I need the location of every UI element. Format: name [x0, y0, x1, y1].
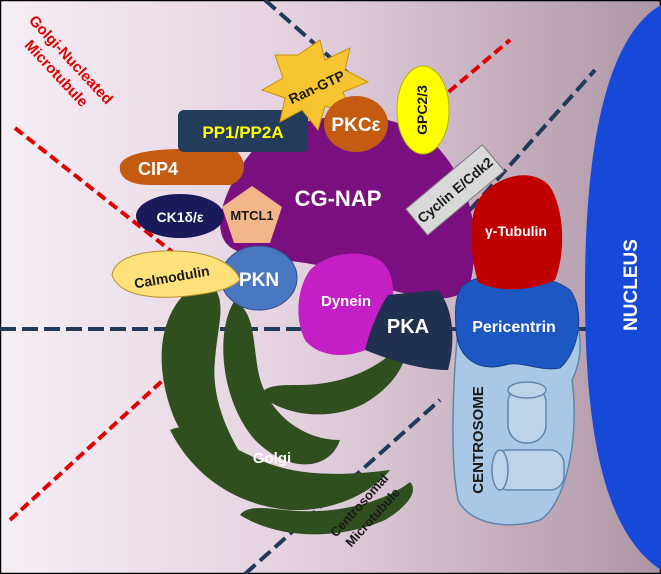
pkn-label: PKN [239, 270, 279, 291]
calmodulin-shape [111, 250, 241, 298]
pka-shape [365, 290, 453, 370]
gpc2-3-label: GPC2/3 [414, 85, 430, 135]
golgi-label: Golgi [253, 450, 291, 467]
centrosomal-microtubule-right [468, 68, 597, 212]
golgi-microtubule-lower-left [8, 358, 187, 522]
pericentrin-label: Pericentrin [472, 319, 556, 336]
cip4-label: CIP4 [138, 159, 178, 179]
golgi-microtubule-upper-left [13, 126, 182, 260]
dynein-shape [298, 253, 394, 355]
dynein-label: Dynein [321, 293, 371, 310]
nucleus-label: NUCLEUS [621, 239, 642, 331]
mtcl1-label: MTCL1 [230, 208, 273, 223]
pkc-e-label: PKCε [331, 115, 380, 136]
gpc2-3-shape [396, 65, 450, 155]
centrosome-label: CENTROSOME [470, 386, 487, 494]
centriole-cylinders [491, 381, 565, 491]
ck1-label: CK1δ/ε [156, 209, 203, 225]
golgi-microtubule-upper-right [378, 38, 512, 152]
cip4-shape [119, 148, 245, 185]
pp1-pp2a-shape [178, 110, 308, 152]
pp1-pp2a-label: PP1/PP2A [202, 123, 283, 142]
gamma-tubulin-label: γ-Tubulin [485, 223, 547, 239]
cyclin-e-cdk2-box [405, 144, 505, 236]
mtcl1-shape [222, 186, 282, 243]
pkc-e-shape [324, 96, 388, 152]
cg-nap-blob [220, 115, 475, 299]
cg-nap-label: CG-NAP [295, 186, 382, 211]
gamma-tubulin-shape [471, 175, 563, 290]
ck1-shape [136, 194, 224, 238]
golgi-stacks [161, 280, 413, 535]
nucleus-shape [585, 5, 661, 570]
pka-label: PKA [387, 316, 429, 338]
